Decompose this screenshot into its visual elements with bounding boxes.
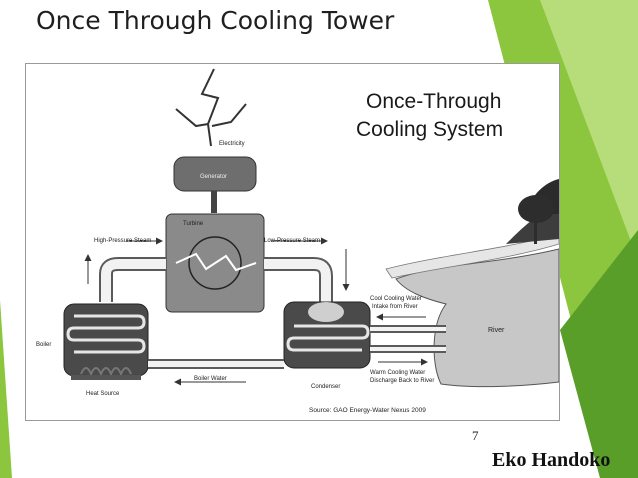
turbine-spark: [175, 252, 257, 272]
low-pressure-steam-label: Low-Pressure Steam: [264, 238, 320, 244]
warm-water-label-2: Discharge Back to River: [370, 378, 434, 384]
flame-icon: [71, 367, 141, 380]
diagram-canvas: River Once-Through Cooling System Electr…: [36, 68, 559, 414]
river-label: River: [488, 327, 505, 334]
turbine-label: Turbine: [183, 221, 204, 227]
green-band-left: [0, 300, 12, 478]
cool-water-label-1: Cool Cooling Water: [370, 296, 422, 302]
low-pressure-pipe: [264, 257, 333, 304]
cool-water-label-2: Intake from River: [372, 304, 418, 310]
turbine-rotor: [188, 236, 242, 290]
heat-source-label: Heat Source: [86, 391, 120, 397]
condenser-label: Condenser: [311, 384, 340, 390]
condenser-coil: [286, 324, 370, 352]
diagram-title-line2: Cooling System: [356, 118, 503, 141]
high-pressure-steam-label: High-Pressure Steam: [94, 238, 151, 244]
warm-water-label-1: Warm Cooling Water: [370, 370, 425, 376]
steam-cloud: [308, 302, 344, 322]
green-band-dark: [560, 230, 638, 478]
author-name: Eko Handoko: [492, 449, 611, 471]
tree-icon: [518, 195, 554, 244]
boiler-label: Boiler: [36, 342, 51, 348]
cooling-system-diagram: River Once-Through Cooling System Electr…: [25, 63, 560, 421]
page-number: 7: [472, 428, 479, 443]
slide-title: Once Through Cooling Tower: [36, 6, 395, 35]
boiler-water-label: Boiler Water: [194, 376, 227, 382]
generator-shaft: [211, 191, 217, 213]
generator-label: Generator: [200, 174, 227, 180]
green-band-light: [540, 0, 638, 260]
high-pressure-pipe: [99, 257, 166, 302]
electricity-label: Electricity: [219, 141, 245, 147]
source-label: Source: GAO Energy-Water Nexus 2009: [309, 407, 426, 414]
lightning-icon: [175, 68, 247, 147]
diagram-title-line1: Once-Through: [366, 90, 501, 113]
boiler-coil: [66, 314, 146, 354]
